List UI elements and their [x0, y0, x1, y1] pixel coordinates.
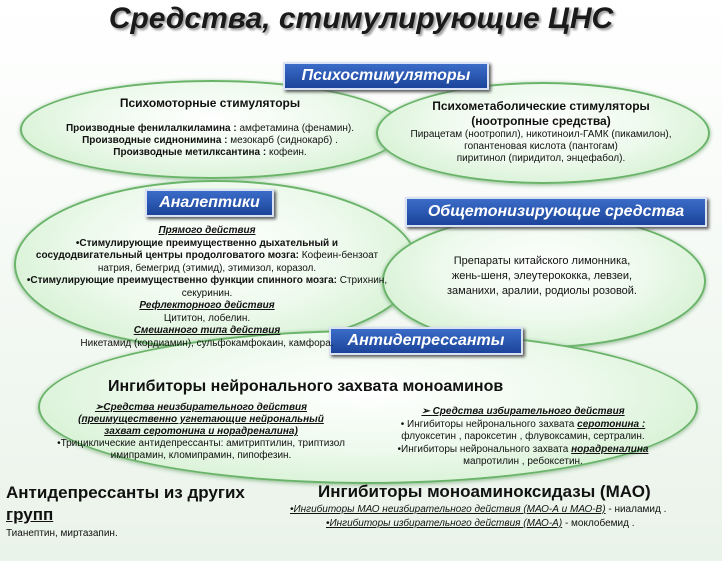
psychomotor-ellipse — [20, 80, 404, 179]
nonselective-block: ➢Средства неизбирательного действия (пре… — [36, 402, 366, 462]
reflex-heading: Рефлекторного действия — [139, 300, 275, 311]
nonselective-heading3: захват серотонина и норадреналина) — [104, 426, 298, 437]
nonselective-heading1: ➢Средства неизбирательного действия — [94, 402, 307, 413]
psychomotor-heading: Психомоторные стимуляторы — [119, 96, 301, 110]
direct-heading: Прямого действия — [158, 225, 256, 236]
psychomotor-line1: Производные фенилалкиламина : амфетамина… — [65, 123, 355, 134]
page-title: Средства, стимулирующие ЦНС — [108, 2, 614, 35]
direct-line2: сосудодвигательный центры продолговатого… — [35, 250, 379, 261]
mao-line1: •Ингибиторы МАО неизбирательного действи… — [290, 504, 667, 515]
mixed-text: Никетамид (кордиамин), сульфокамфокаин, … — [80, 337, 334, 349]
reuptake-heading: Ингибиторы нейронального захвата моноами… — [108, 378, 504, 395]
selective-heading: ➢ Средства избирательного действия — [421, 406, 625, 417]
other-text: Тианептин, миртазапин. — [6, 528, 118, 539]
selective-line3: •Ингибиторы нейронального захвата норадр… — [397, 443, 649, 455]
tonic-block: Препараты китайского лимонника, жень-шен… — [392, 254, 692, 299]
mao-line2: •Ингибиторы избирательного действия (МАО… — [326, 518, 635, 529]
direct-line4: •Стимулирующие преимущественно функции с… — [26, 275, 388, 286]
nonselective-text1: •Трициклические антидепрессанты: амитрип… — [57, 438, 345, 449]
psychomotor-line2: Производные сиднонимина : мезокарб (сидн… — [82, 135, 338, 146]
psychometabolic-line2: гопантеновая кислота (пантогам) — [464, 141, 618, 152]
psychometabolic-heading2: (ноотропные средства) — [471, 114, 611, 128]
psychometabolic-block: Психометаболические стимуляторы (ноотроп… — [386, 99, 696, 165]
tonic-line2: жень-шеня, элеутерококка, левзеи, — [451, 270, 633, 282]
tonic-line1: Препараты китайского лимонника, — [453, 255, 631, 267]
other-heading1: Антидепрессанты из других — [6, 483, 245, 502]
selective-line4: мапротилин , ребоксетин. — [463, 456, 583, 467]
psychometabolic-line1: Пирацетам (ноотропил), никотиноил-ГАМК (… — [410, 129, 672, 140]
psychometabolic-heading1: Психометаболические стимуляторы — [432, 99, 650, 113]
tonic-ellipse — [382, 214, 706, 348]
other-heading2: групп — [6, 505, 54, 524]
selective-line1: • Ингибиторы нейронального захвата серот… — [400, 418, 646, 430]
psychometabolic-line3: пиритинол (пиридитол, энцефабол). — [456, 153, 626, 164]
direct-line5: секуринин. — [181, 287, 233, 299]
mao-heading: Ингибиторы моноаминоксидазы (МАО) — [318, 482, 651, 501]
tonic-line3: заманихи, аралии, родиолы розовой. — [447, 285, 637, 297]
tonic-banner: Общетонизирующие средства — [405, 197, 707, 227]
selective-line2: флуоксетин , пароксетин , флувоксамин, с… — [401, 431, 645, 442]
nonselective-text2: имипрамин, кломипрамин, пипофезин. — [110, 450, 292, 461]
psychomotor-line3: Производные метилксантина : кофеин. — [113, 147, 307, 158]
antidepressants-ellipse — [38, 330, 698, 484]
nonselective-heading2: (преимущественно угнетающие нейрональный — [78, 414, 324, 425]
antidepressants-banner: Антидепрессанты — [329, 327, 523, 355]
direct-line3: натрия, бемегрид (этимид), этимизол, кор… — [97, 262, 317, 274]
direct-line1: •Стимулирующие преимущественно дыхательн… — [75, 237, 339, 249]
psychometabolic-ellipse — [376, 82, 710, 184]
psychostim-banner: Психостимуляторы — [283, 62, 489, 90]
analeptics-block: Прямого действия •Стимулирующие преимуще… — [0, 225, 414, 350]
mixed-heading: Смешанного типа действия — [133, 325, 281, 336]
psychomotor-block: Психомоторные стимуляторы Производные фе… — [30, 95, 390, 159]
reflex-text: Цититон, лобелин. — [163, 312, 251, 324]
selective-block: ➢ Средства избирательного действия • Инг… — [368, 406, 678, 469]
analeptics-banner: Аналептики — [145, 189, 274, 217]
